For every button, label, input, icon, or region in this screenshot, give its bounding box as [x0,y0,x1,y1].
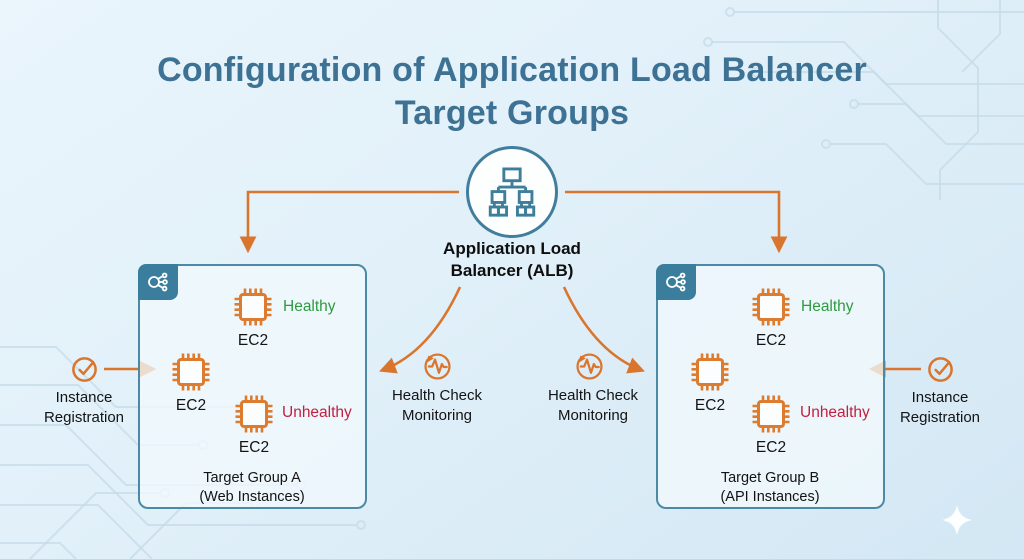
alb-label-line-2: Balancer (ALB) [450,261,574,280]
check-circle-icon [928,357,953,382]
ec2-label: EC2 [755,332,787,349]
status-unhealthy-a: Unhealthy [282,404,352,421]
ec2-chip-icon [172,353,210,391]
title-line-1: Configuration of Application Load Balanc… [157,50,867,89]
group-b-title: Target Group B [720,470,820,486]
ec2-label: EC2 [238,439,270,456]
arrow-alb-to-group-a [239,190,459,254]
instance-registration-right: Instance Registration [870,388,1010,428]
instance-registration-line-1: Instance [55,389,113,406]
health-check-line-1: Health Check [547,387,639,404]
instance-registration-left: Instance Registration [14,388,154,428]
pulse-monitor-icon [576,353,603,380]
ec2-label: EC2 [237,332,269,349]
health-check-line-1: Health Check [391,387,483,404]
check-circle-icon [72,357,97,382]
status-unhealthy-b: Unhealthy [800,404,870,421]
health-check-left: Health Check Monitoring [367,386,507,426]
ec2-chip-icon [752,395,790,433]
health-check-line-2: Monitoring [401,407,473,424]
ec2-chip-icon [691,353,729,391]
instance-registration-line-2: Registration [43,409,125,426]
ec2-label: EC2 [694,397,726,414]
status-healthy-b: Healthy [801,298,854,315]
arrow-healthcheck-right [562,286,645,374]
group-a-caption: Target Group A (Web Instances) [142,469,362,507]
group-a-title: Target Group A [203,470,301,486]
page-title: Configuration of Application Load Balanc… [0,49,1024,135]
title-line-2: Target Groups [394,93,630,132]
elb-node-icon [138,264,178,300]
group-a-subtitle: (Web Instances) [199,489,305,505]
arrow-alb-to-group-b [565,190,788,254]
alb-node [466,146,558,238]
group-b-caption: Target Group B (API Instances) [660,469,880,507]
arrow-healthcheck-left [379,286,462,374]
ec2-label: EC2 [755,439,787,456]
load-balancer-tree-icon [488,166,536,217]
health-check-right: Health Check Monitoring [523,386,663,426]
alb-label: Application Load Balancer (ALB) [392,238,632,282]
sparkle-icon [942,505,972,535]
status-healthy-a: Healthy [283,298,336,315]
group-b-subtitle: (API Instances) [720,489,820,505]
instance-registration-line-2: Registration [899,409,981,426]
ec2-chip-icon [752,288,790,326]
alb-label-line-1: Application Load [443,239,581,258]
pulse-monitor-icon [424,353,451,380]
ec2-chip-icon [234,288,272,326]
health-check-line-2: Monitoring [557,407,629,424]
ec2-chip-icon [235,395,273,433]
elb-node-icon [656,264,696,300]
instance-registration-line-1: Instance [911,389,969,406]
ec2-label: EC2 [175,397,207,414]
